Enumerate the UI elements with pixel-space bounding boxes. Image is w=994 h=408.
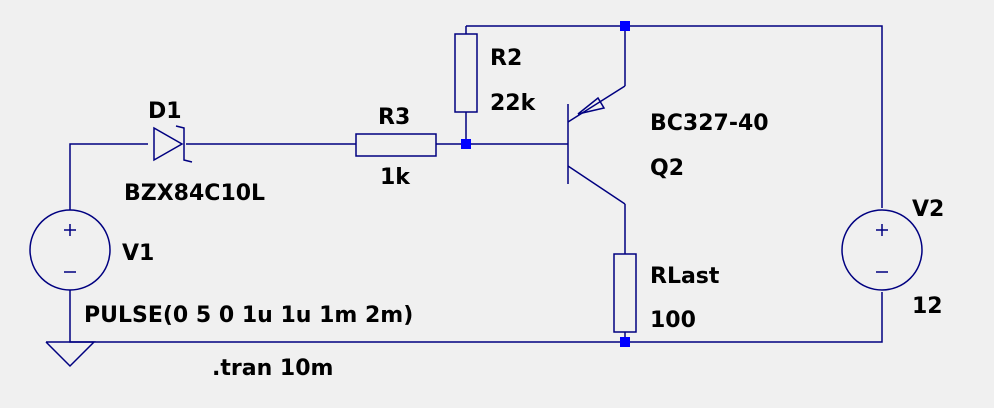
q2-value-label: BC327-40: [650, 111, 769, 136]
rlast-value-label: 100: [650, 308, 696, 333]
r2-ref-label: R2: [490, 46, 522, 71]
transistor-q2[interactable]: [567, 85, 626, 205]
q2-ref-label: Q2: [650, 156, 684, 181]
wire-v2-to-bottom: [625, 292, 883, 343]
rlast-ref-label: RLast: [650, 264, 720, 289]
wire-top-rail: [466, 25, 883, 208]
d1-value-label: BZX84C10L: [124, 181, 265, 206]
transistor-emitter-lead: [567, 85, 626, 123]
zener-bar-icon: [175, 125, 193, 163]
r3-ref-label: R3: [378, 105, 410, 130]
voltage-source-v2[interactable]: [841, 209, 923, 291]
v1-ref-label: V1: [122, 241, 154, 266]
v2-value-label: 12: [912, 294, 943, 319]
v1-value-label: PULSE(0 5 0 1u 1u 1m 2m): [84, 303, 413, 328]
transistor-collector-lead: [567, 165, 626, 205]
junction-node-base: [461, 139, 471, 149]
v2-ref-label: V2: [912, 197, 944, 222]
zener-diode-d1[interactable]: [153, 125, 193, 163]
resistor-r2[interactable]: [454, 33, 478, 113]
diode-triangle-icon: [153, 126, 184, 162]
junction-node-top: [620, 21, 630, 31]
emitter-arrow-icon: [577, 96, 606, 115]
voltage-source-v1[interactable]: [29, 209, 111, 291]
resistor-rlast[interactable]: [613, 253, 637, 333]
source-circle-icon: [29, 209, 111, 291]
r3-value-label: 1k: [380, 165, 411, 190]
resistor-r3[interactable]: [355, 133, 437, 157]
d1-ref-label: D1: [148, 99, 182, 124]
source-circle-icon: [841, 209, 923, 291]
junction-node-bottom: [620, 337, 630, 347]
wire-v1-to-d1: [69, 143, 148, 210]
ground-icon: [45, 341, 96, 368]
tran-directive[interactable]: .tran 10m: [212, 356, 333, 381]
r2-value-label: 22k: [490, 91, 537, 116]
